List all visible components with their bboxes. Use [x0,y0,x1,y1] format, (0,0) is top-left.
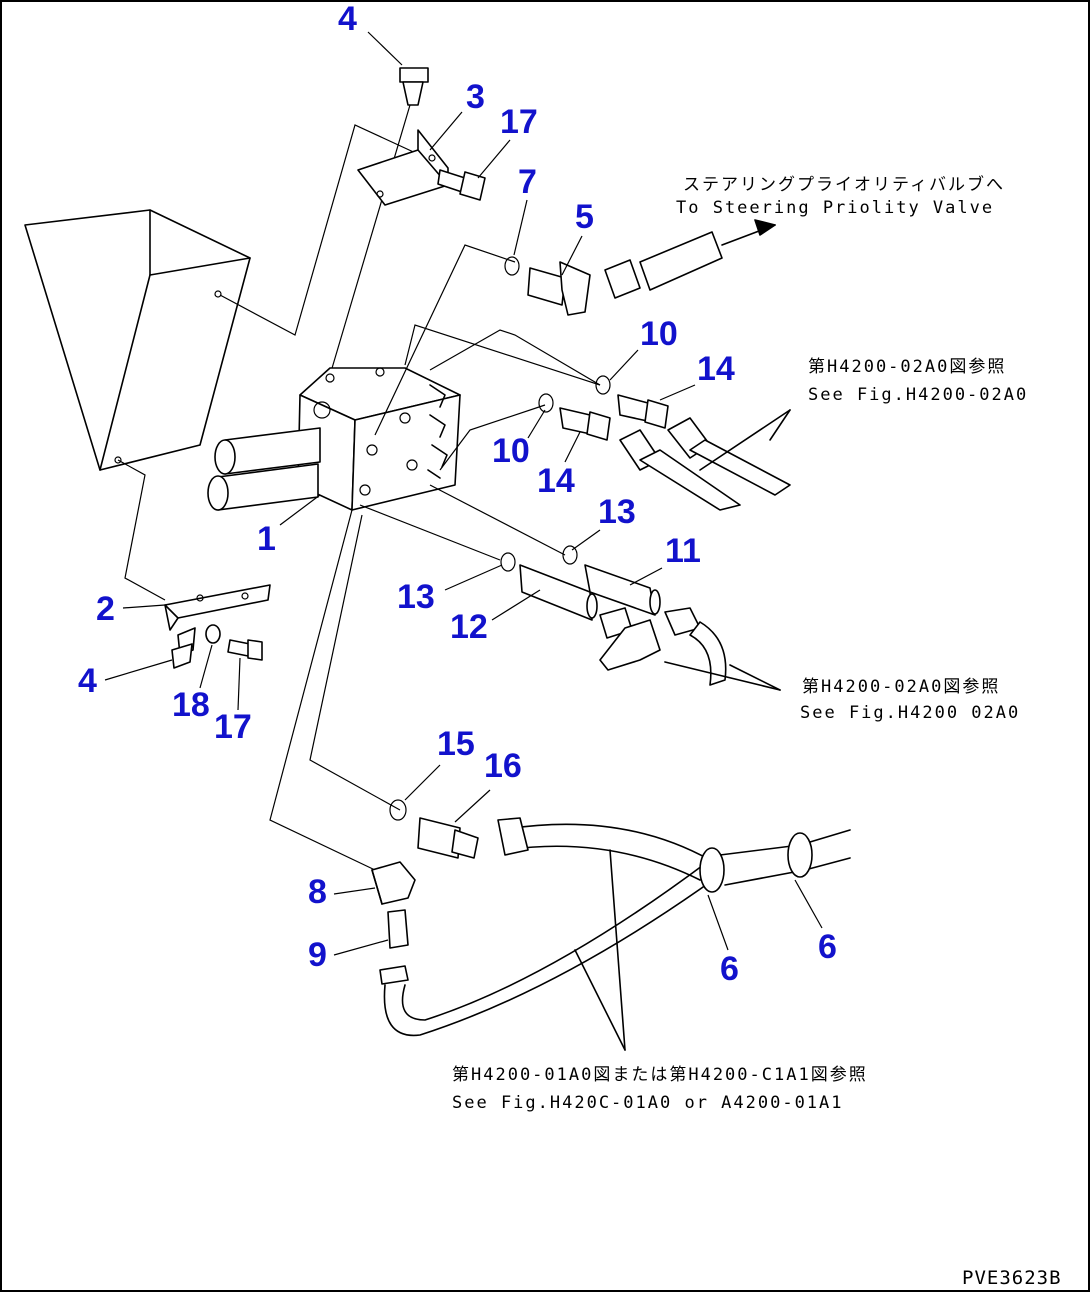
callout-number: 2 [96,590,115,628]
callout-number: 10 [640,315,678,353]
callout-leader [707,894,729,951]
note-ref1-en: See Fig.H4200-02A0 [808,385,1028,405]
callout-number: 13 [397,578,435,616]
callout-leader [279,494,321,526]
leader-port-8 [269,509,376,871]
callout-leader [367,31,403,66]
callout-number: 13 [598,493,636,531]
callout-leader [513,199,528,256]
leader-port-10 [404,324,601,386]
callout-leader [571,529,601,551]
callout-number: 3 [466,78,485,116]
callout-leader [104,659,173,681]
callout-leader [122,604,166,609]
washer-18 [205,624,221,644]
valve-block [297,367,461,511]
oring-7 [504,256,520,276]
bolt-17-bottom [227,639,263,661]
note-ref3-jp: 第H4200-01A0図または第H4200-C1A1図参照 [452,1065,868,1085]
callout-leader [404,764,441,801]
callout-number: 15 [437,725,475,763]
drain-hose [383,817,851,1051]
callout-number: 1 [257,520,276,558]
hose-steering [604,219,776,299]
callout-leader [491,589,541,621]
bolt-bottom [171,627,196,669]
callout-number: 6 [720,950,739,988]
note-ref3-en: See Fig.H420C-01A0 or A4200-01A1 [452,1093,844,1113]
leader-port-15 [309,514,401,811]
callout-number: 10 [492,432,530,470]
callout-leader [629,567,663,586]
callout-leader [609,349,639,381]
leader-port-10b [429,329,601,386]
callout-leader [444,564,503,591]
callout-number: 17 [500,103,538,141]
callout-leader [454,789,491,823]
callout-number: 18 [172,686,210,724]
callout-number: 11 [665,532,701,570]
callout-leader [564,431,581,463]
callout-leader [333,887,376,895]
callout-leader [794,879,823,929]
callout-number: 5 [575,198,594,236]
elbow-5 [527,261,591,316]
fitting-12 [519,564,598,621]
bolt-17-top [437,169,486,201]
callout-number: 6 [818,928,837,966]
note-steering-jp: ステアリングプライオリティバルブへ [683,174,1005,195]
drawing-code: PVE3623B [962,1267,1062,1289]
callout-leader [477,139,511,179]
fitting-11 [584,564,661,616]
bracket-top [357,129,449,206]
leader-cover-top [219,124,421,336]
oring-13a [500,552,516,572]
leader-port-10c [439,404,546,471]
callout-number: 12 [450,608,488,646]
fitting-14b [559,407,611,441]
elbow-8 [371,861,416,905]
callout-leader [561,235,583,276]
callout-number: 9 [308,936,327,974]
fitting-16 [417,817,479,859]
note-ref1-jp: 第H4200-02A0図参照 [808,357,1006,377]
callout-number: 17 [214,708,252,746]
note-ref2-en: See Fig.H4200 02A0 [800,703,1020,723]
callout-leader [333,939,389,956]
callout-number: 7 [518,163,537,201]
callout-leader [199,644,213,689]
callout-number: 4 [78,662,97,700]
callout-number: 14 [537,462,575,500]
fitting-14a [617,394,669,429]
bracket-bottom [164,584,271,631]
oring-13b [562,545,578,565]
callout-number: 8 [308,873,327,911]
note-ref2-jp: 第H4200-02A0図参照 [802,677,1000,697]
leader-port-7 [374,244,516,436]
callout-number: 14 [697,350,735,388]
bolt-top [329,67,429,376]
leader-cover-bottom [117,459,166,601]
oring-10a [595,375,611,395]
leader-port-13 [359,504,501,561]
callout-leader [429,111,463,151]
note-steering-en: To Steering Priolity Valve [676,198,994,218]
cover-plate [24,209,251,471]
nipple-9 [379,909,409,985]
oring-10b [538,393,554,413]
leader-port-13b [429,484,566,556]
hose-pair-lower [599,607,781,691]
hose-pair-upper [619,409,791,511]
callout-leader [659,384,696,401]
callout-number: 4 [338,0,357,38]
callout-leader [527,409,546,439]
callout-leader [237,657,241,711]
callout-number: 16 [484,747,522,785]
valve-cylinders [207,427,321,511]
oring-15 [389,799,407,821]
